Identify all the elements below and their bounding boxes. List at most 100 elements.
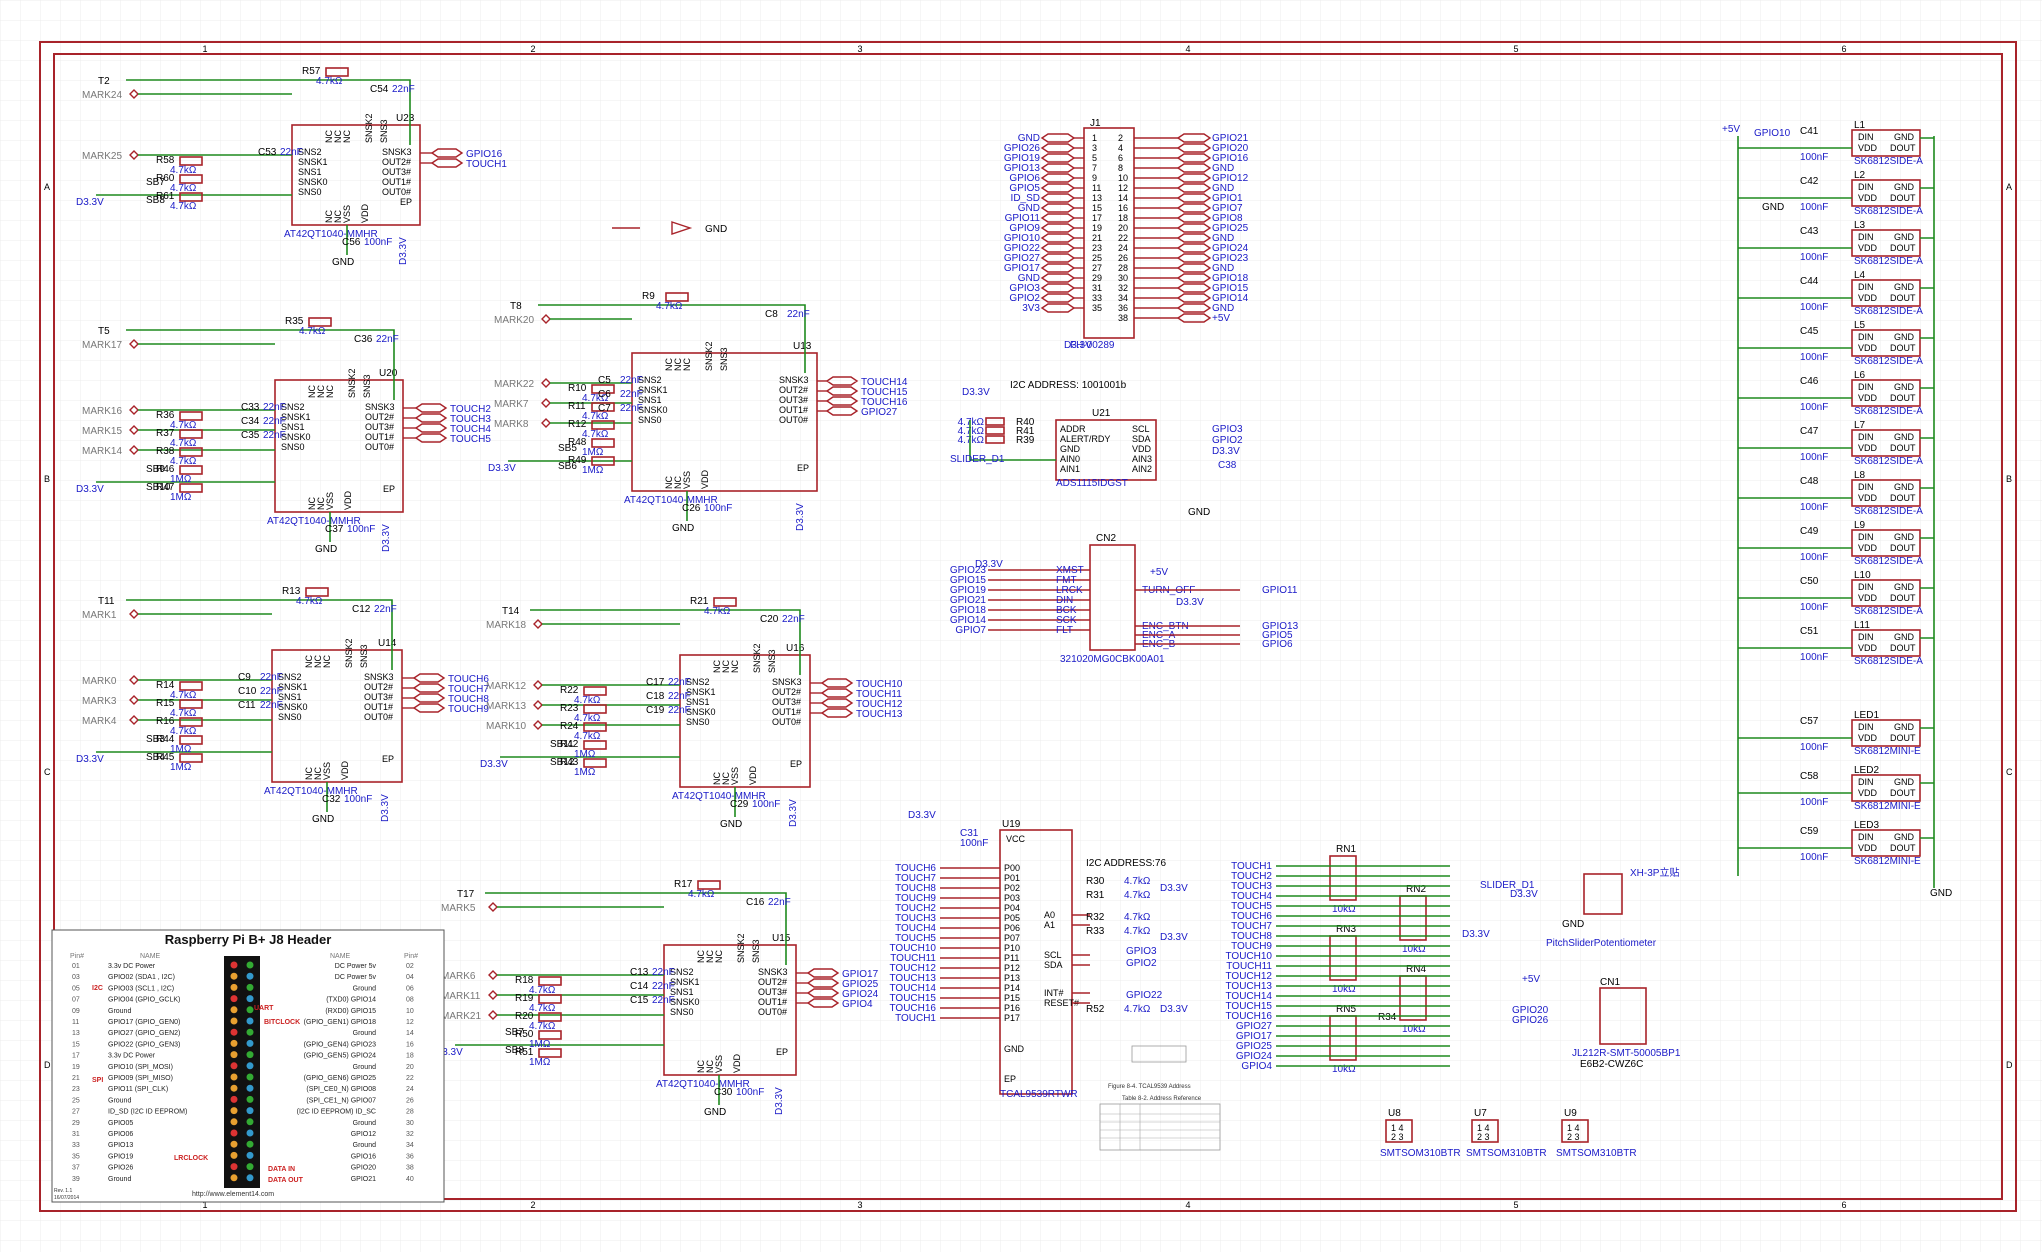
touch-resistor-value: 4.7kΩ — [688, 889, 715, 900]
touch-pin-right: OUT1# — [758, 997, 787, 1007]
j1-pin-num: 29 — [1092, 273, 1102, 283]
j1-left-net: GND — [1018, 133, 1040, 144]
led-body — [1851, 179, 1921, 207]
expander-input-net: TOUCH16 — [890, 1003, 937, 1014]
touch-resistor-body — [179, 465, 203, 475]
led-body — [1851, 479, 1921, 507]
j1-part: FH-00289 — [1070, 340, 1115, 351]
led-part: SK6812SIDE-A — [1854, 256, 1923, 267]
led-cap-ref: C48 — [1800, 476, 1819, 487]
led-pin: GND — [1894, 382, 1915, 392]
rn-net: TOUCH11 — [1226, 961, 1272, 972]
rpi-pin-number: 20 — [406, 1064, 414, 1071]
rpi-pin-dot — [246, 1129, 254, 1137]
touch-mark-label: MARK7 — [494, 399, 529, 410]
led-cap-ref: C57 — [1800, 716, 1819, 727]
rpi-pin-name: GPIO26 — [108, 1165, 133, 1172]
rn-net: TOUCH5 — [1231, 901, 1272, 912]
touch-cap-value: 22nF — [374, 604, 397, 615]
rpi-pin-name: DC Power 5v — [335, 974, 377, 981]
touch-pin-bottom: NC — [673, 476, 683, 489]
touch-cap-ref: C11 — [238, 700, 256, 711]
touch-block: U23AT42QT1040-MMHRSNS2SNSK1SNS1SNSK0SNS0… — [76, 66, 507, 268]
touch-pin-bottom: VDD — [700, 469, 710, 489]
touch-pin-sns3: SNS3 — [362, 374, 372, 398]
rpi-pin-name: (I2C ID EEPROM) ID_SC — [297, 1109, 376, 1116]
touch-output-net: TOUCH11 — [856, 689, 902, 700]
expander-ep-pin: EP — [1004, 1074, 1016, 1084]
touch-cap-value: 22nF — [668, 691, 691, 702]
touch-output-flag — [806, 978, 840, 988]
j1-pin-num: 36 — [1118, 303, 1128, 313]
touch-resistor-ref: R61 — [156, 191, 175, 202]
touch-pin-right: OUT0# — [365, 442, 394, 452]
switch-ref: U7 — [1474, 1108, 1487, 1119]
touch-output-net: TOUCH14 — [861, 377, 908, 388]
led-pin: GND — [1894, 432, 1915, 442]
touch-pin-left: SNSK1 — [278, 682, 308, 692]
touch-mark-symbol — [488, 970, 498, 980]
touch-cap-ref: C36 — [354, 334, 373, 345]
rpi-pin-number: 01 — [72, 963, 80, 970]
expander-input-net: TOUCH6 — [895, 863, 936, 874]
cn2-right-net: GPIO6 — [1262, 639, 1293, 650]
led-pin: DIN — [1858, 282, 1874, 292]
expander-right-pin: A1 — [1044, 920, 1055, 930]
touch-output-net: TOUCH16 — [861, 397, 908, 408]
led-part: SK6812SIDE-A — [1854, 456, 1923, 467]
led-pin: DOUT — [1890, 443, 1916, 453]
touch-cap-ref: C30 — [714, 1087, 733, 1098]
touch-pin-right: SNSK3 — [364, 672, 394, 682]
rpi-pin-number: 17 — [72, 1053, 80, 1060]
led-cap-value: 100nF — [1800, 797, 1828, 808]
led-wire — [1738, 537, 1934, 549]
touch-gnd-label: GND — [332, 257, 354, 268]
rpi-pin-name: Ground — [353, 1120, 376, 1127]
rn-nets: TOUCH1TOUCH2TOUCH3TOUCH4TOUCH5TOUCH6TOUC… — [1226, 861, 1450, 1072]
adc-res-body — [985, 426, 1005, 435]
led-pin: DOUT — [1890, 393, 1916, 403]
rpi-pin-dot — [246, 1118, 254, 1126]
j1-right-flag — [1176, 283, 1212, 293]
adc-slider-net: SLIDER_D1 — [950, 454, 1005, 465]
touch-pin-snsk2: SNSK2 — [752, 643, 762, 673]
row-label: D — [2006, 1060, 2013, 1070]
touch-block: U16AT42QT1040-MMHRSNS2SNSK1SNS1SNSK0SNS0… — [480, 596, 903, 830]
touch-resistor-ref: R58 — [156, 155, 175, 166]
touch-resistor-value: 4.7kΩ — [574, 731, 601, 742]
touch-sb-vcc: D3.3V — [76, 197, 104, 208]
touch-mark-symbol — [488, 902, 498, 912]
cn2-left-net: GPIO23 — [950, 565, 987, 576]
touch-pin-right: SNSK3 — [779, 375, 809, 385]
touch-loop-wire — [485, 892, 787, 965]
rpi-pin-dot — [246, 983, 254, 991]
touch-output-flag — [806, 988, 840, 998]
adc-part: ADS1115IDGST — [1056, 478, 1128, 489]
adc-pin-left: AIN0 — [1060, 454, 1080, 464]
touch-cap-value: 22nF — [652, 981, 675, 992]
expander-input-net: TOUCH13 — [890, 973, 937, 984]
expander-res-value: 4.7kΩ — [1124, 876, 1151, 887]
touch-resistor-value: 4.7kΩ — [170, 456, 197, 467]
led-body — [1851, 629, 1921, 657]
adc-res-value: 4.7kΩ — [958, 426, 985, 437]
touch-resistor-body — [538, 1048, 562, 1058]
touch-pin-right: OUT2# — [364, 682, 393, 692]
touch-resistor-body — [179, 483, 203, 493]
expander-cap-val: 100nF — [960, 838, 988, 849]
touch-mark-symbol — [533, 680, 543, 690]
j1-left-net: GPIO6 — [1009, 173, 1040, 184]
rpi-rev: Rev. 1.1 — [54, 1188, 72, 1194]
touch-output-net: TOUCH6 — [448, 674, 489, 685]
led-body — [1851, 429, 1921, 457]
touch-pin-left: SNS2 — [670, 967, 694, 977]
touch-resistor-ref: R42 — [560, 739, 579, 750]
rpi-pin-name: GPIO03 (SCL1 , I2C) — [108, 985, 174, 992]
j1-right-net: GPIO23 — [1212, 253, 1249, 264]
rpi-col-head: Pin# — [404, 953, 418, 960]
rpi-pin-number: 36 — [406, 1153, 414, 1160]
j1-pin-num: 17 — [1092, 213, 1102, 223]
touch-cap-ref: C53 — [258, 147, 277, 158]
expander-input-net: TOUCH11 — [890, 953, 936, 964]
led-pin: DOUT — [1890, 543, 1916, 553]
